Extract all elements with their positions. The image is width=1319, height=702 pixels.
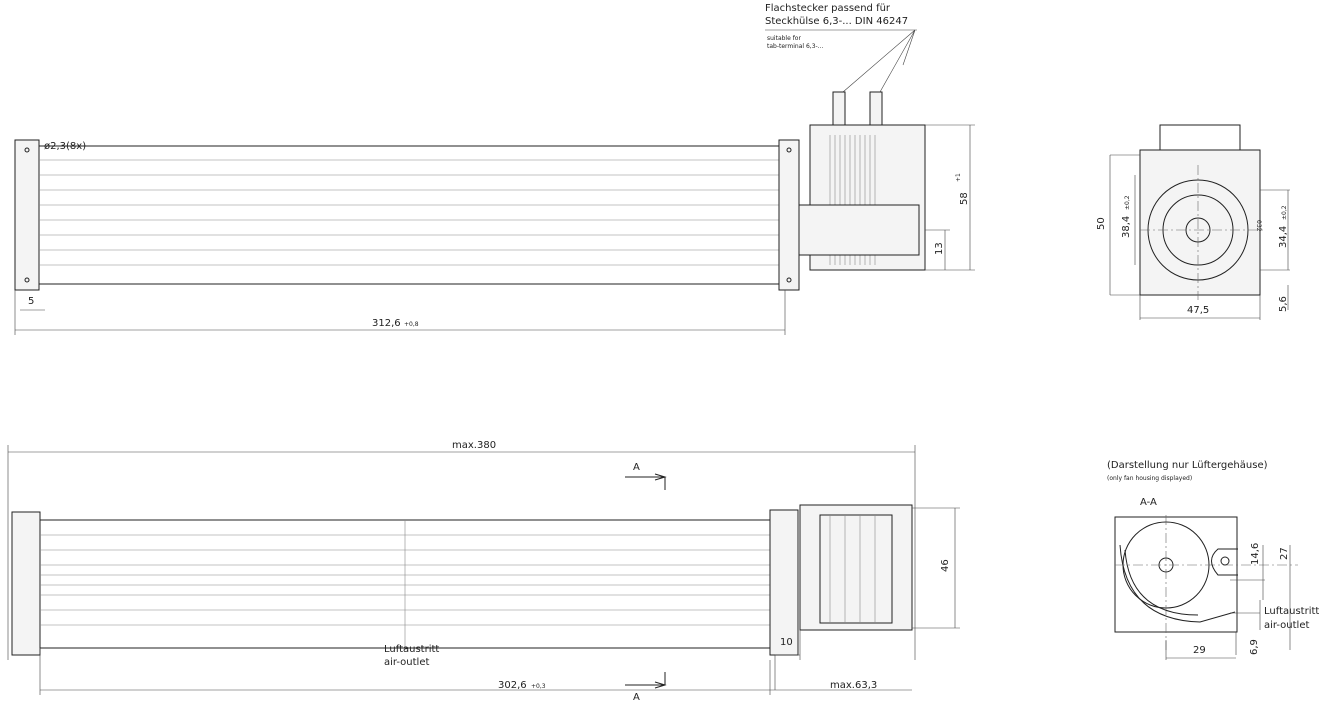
section-mark-bottom: A	[633, 692, 640, 702]
mounting-hole	[24, 147, 30, 153]
part-mark: 032	[1255, 220, 1262, 232]
outlet-label-de: Luftaustritt	[384, 644, 439, 655]
dimension-lines	[7, 445, 916, 660]
mounting-hole	[24, 277, 30, 283]
section-outlet-de: Luftaustritt	[1264, 606, 1319, 617]
section-view: (Darstellung nur Lüftergehäuse) (only fa…	[1107, 460, 1319, 660]
terminal-block	[1159, 124, 1241, 151]
leader-lines	[842, 29, 916, 93]
dimension-lines	[14, 290, 786, 335]
edge-dimension: 5	[28, 296, 34, 307]
mounting-hole	[786, 147, 792, 153]
dimension-lines	[1109, 154, 1290, 320]
dimension-lines	[39, 507, 960, 695]
length-dimension: 302,6	[498, 680, 527, 691]
note-en-line1: suitable for	[767, 35, 801, 42]
front-view: max.380 A 46 10 Luftaustritt air-outlet …	[7, 440, 960, 702]
fan-body	[38, 145, 780, 285]
motor-winding-lines	[829, 135, 876, 265]
width-dimension: 47,5	[1187, 305, 1209, 316]
scroll-housing	[1119, 544, 1236, 623]
left-endcap	[14, 139, 40, 291]
right-endcap	[778, 139, 800, 291]
motor-winding-lines	[829, 515, 876, 623]
overall-dimension: max.380	[452, 440, 496, 451]
right-dimension: 34,4	[1278, 226, 1289, 248]
end-view: 032 50 38,4 ±0,2 34,4 ±0,2 47,5 5,6	[1096, 124, 1290, 320]
right-tolerance: ±0,2	[1281, 205, 1288, 220]
tongue-hole	[1220, 556, 1230, 566]
inner-tolerance: ±0,2	[1124, 195, 1131, 210]
motor	[799, 504, 913, 631]
end-housing	[1139, 149, 1261, 296]
length-tolerance: +0,8	[404, 321, 419, 328]
fan-blade-lines	[39, 159, 779, 266]
end-height-dimension: 50	[1096, 217, 1107, 230]
motor-bearing	[798, 204, 920, 256]
center-lines	[1115, 515, 1298, 650]
vortex-tongue	[1211, 548, 1238, 576]
mounting-hole	[786, 277, 792, 283]
note-de-line1: Flachstecker passend für	[765, 3, 891, 14]
dimension-14-6: 14,6	[1250, 543, 1261, 565]
length-tolerance: +0,3	[531, 683, 546, 690]
outlet-label-en: air-outlet	[384, 657, 429, 668]
height-tolerance: +1	[955, 173, 962, 182]
left-endcap	[11, 511, 41, 656]
note-en-line2: tab-terminal 6,3-...	[767, 43, 823, 50]
dimension-lines	[1165, 545, 1291, 660]
terminal-1	[832, 91, 846, 126]
motor-core	[819, 514, 893, 624]
bottom-dimension: 5,6	[1278, 296, 1289, 312]
right-endcap	[769, 509, 799, 656]
section-note-en: (only fan housing displayed)	[1107, 475, 1192, 482]
shaft-dimension: 13	[934, 242, 945, 255]
length-dimension: 312,6	[372, 318, 401, 329]
fan-blade-lines	[40, 520, 770, 648]
section-outlet-en: air-outlet	[1264, 620, 1309, 631]
inner-dimension: 38,4	[1121, 216, 1132, 238]
top-view: ø2,3(8x) 5 312,6 +0,8 58 +1 13	[14, 91, 975, 335]
terminal-2	[869, 91, 883, 126]
height-dimension: 58	[959, 192, 970, 205]
section-arrow-bottom	[625, 672, 667, 689]
note-de-line2: Steckhülse 6,3-... DIN 46247	[765, 16, 908, 27]
hole-dimension: ø2,3(8x)	[44, 141, 86, 152]
section-mark-top: A	[633, 462, 640, 473]
section-title: A-A	[1140, 497, 1157, 508]
motor-height-dimension: 46	[940, 559, 951, 572]
dimension-29: 29	[1193, 645, 1206, 656]
dimension-lines	[925, 124, 975, 271]
dimension-27: 27	[1279, 547, 1290, 560]
dimension-6-9: 6,9	[1249, 639, 1260, 655]
center-lines	[1140, 165, 1265, 300]
offset-dimension: 10	[780, 637, 793, 648]
connector-note: Flachstecker passend für Steckhülse 6,3-…	[765, 3, 917, 93]
section-note-de: (Darstellung nur Lüftergehäuse)	[1107, 460, 1268, 471]
section-arrow-top	[625, 473, 667, 490]
motor-dimension: max.63,3	[830, 680, 877, 691]
